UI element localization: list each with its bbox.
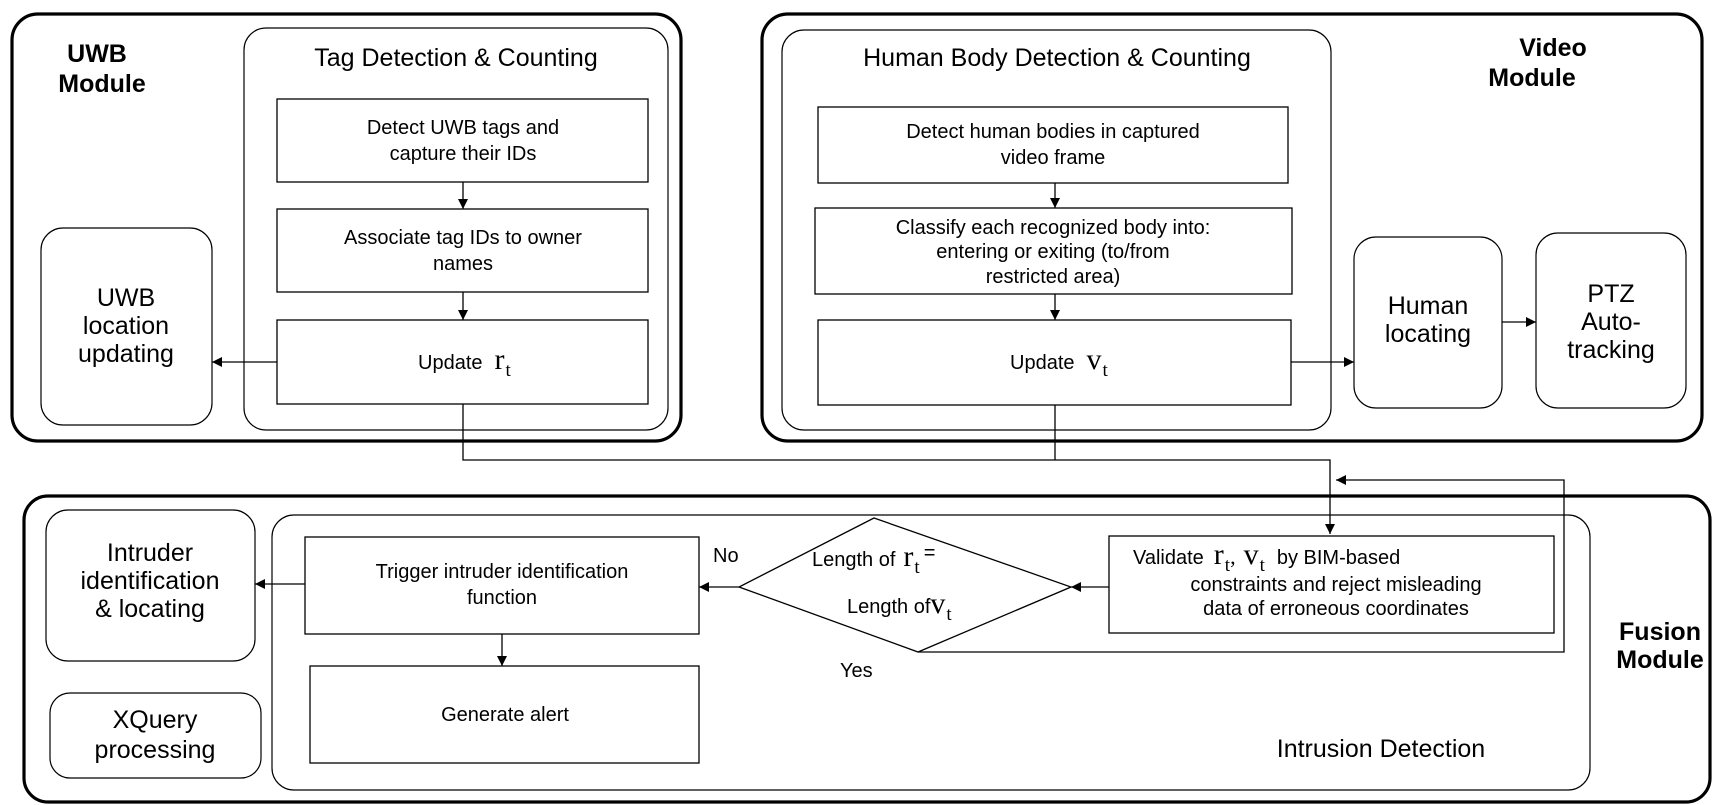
uwb-location-updating-box [40,227,213,426]
associate-tag-ids-box [276,208,649,293]
xquery-line2: processing [95,736,216,764]
classify-body-line2: entering or exiting (to/from [936,241,1169,263]
detect-human-bodies-line2: video frame [1001,147,1106,169]
intruder-line2: identification [81,567,220,595]
fusion-module-title-line1: Fusion [1619,618,1701,646]
detect-uwb-tags-line2: capture their IDs [390,143,537,165]
video-module-title-line1: Video [1519,34,1587,62]
uwb-location-line2: location [83,312,169,340]
generate-alert-box [309,665,700,764]
fusion-module: Fusion Module Intrusion Detection Valida… [22,494,1712,804]
update-rt-box [276,319,649,405]
decision-no-label: No [713,545,739,567]
detect-uwb-tags-box [276,98,649,183]
validate-box [1108,535,1555,634]
uwb-module-title-line1: UWB [67,40,127,68]
validate-line3: data of erroneous coordinates [1203,598,1469,620]
trigger-intruder-line1: Trigger intruder identification [376,561,629,583]
loop-back-yes-to-validate [918,475,1565,653]
classify-body-line3: restricted area) [986,266,1121,288]
classify-body-line1: Classify each recognized body into: [896,217,1211,239]
tag-detection-section [243,27,669,431]
detect-uwb-tags-line1: Detect UWB tags and [367,117,559,139]
uwb-module: UWB Module Tag Detection & Counting Dete… [10,12,683,443]
ptz-line3: tracking [1567,336,1655,364]
fusion-module-frame [22,494,1712,804]
intrusion-detection-section [271,514,1591,791]
decision-yes-label: Yes [840,660,873,682]
detect-human-bodies-line1: Detect human bodies in captured [906,121,1200,143]
ptz-autotracking-box [1535,232,1687,409]
uwb-location-line1: UWB [97,284,155,312]
human-locating-line2: locating [1385,320,1471,348]
human-locating-line1: Human [1388,292,1469,320]
video-module-title-line2: Module [1488,64,1576,92]
uwb-location-line3: updating [78,340,174,368]
uwb-module-frame [10,12,683,443]
decision-bottom-text: Length ofvt [847,587,952,625]
length-comparison-decision [737,517,1073,653]
xquery-line1: XQuery [113,706,198,734]
xquery-processing-box [49,692,262,779]
classify-body-box [814,207,1293,295]
tag-detection-section-title: Tag Detection & Counting [314,44,598,72]
trigger-intruder-line2: function [467,587,537,609]
associate-tag-ids-line1: Associate tag IDs to owner [344,227,582,249]
intruder-line1: Intruder [107,539,193,567]
human-body-detection-section [781,29,1332,431]
video-module-frame [760,12,1704,443]
human-body-detection-section-title: Human Body Detection & Counting [863,44,1251,72]
intruder-line3: & locating [95,595,205,623]
associate-tag-ids-line2: names [433,253,493,275]
detect-human-bodies-box [817,106,1289,184]
video-module: Video Module Human Body Detection & Coun… [760,12,1704,443]
fusion-module-title-line2: Module [1616,646,1704,674]
ptz-line1: PTZ [1587,280,1634,308]
uwb-module-title-line2: Module [58,70,146,98]
trigger-intruder-box [304,536,700,635]
ptz-line2: Auto- [1581,308,1641,336]
generate-alert-label: Generate alert [441,704,569,726]
intrusion-detection-section-title: Intrusion Detection [1277,735,1485,763]
validate-line2: constraints and reject misleading [1190,574,1481,596]
